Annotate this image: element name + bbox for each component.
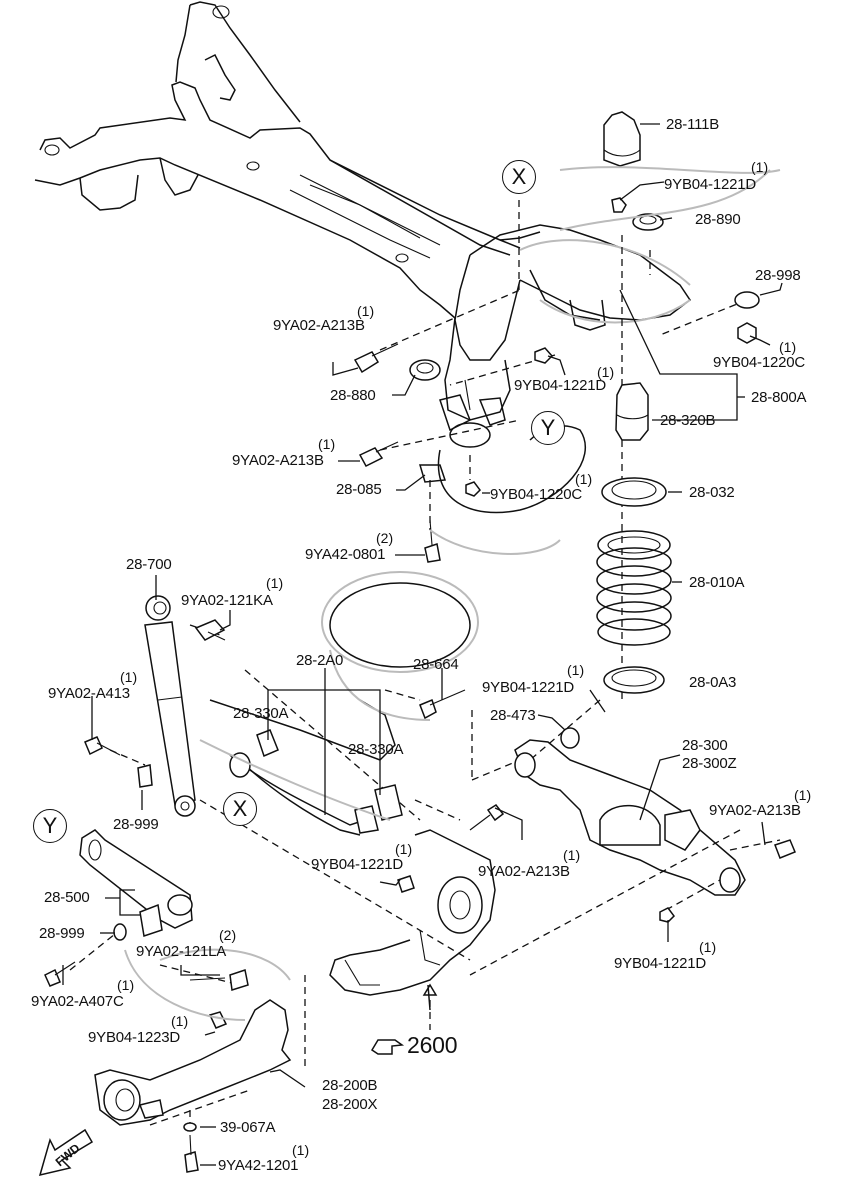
reference-mark-y-lower: Y — [33, 809, 67, 843]
qty-9YA02-A407C: (1) — [117, 977, 135, 993]
trailing-arm — [94, 948, 292, 1173]
top-mount-parts — [559, 111, 781, 441]
part-label-28-300Z[interactable]: 28-300Z — [682, 755, 737, 772]
part-label-9YB04-1221D-top[interactable]: 9YB04-1221D — [664, 176, 757, 193]
qty-9YB04-1223D: (1) — [171, 1013, 189, 1029]
part-label-28-473[interactable]: 28-473 — [490, 707, 536, 724]
label-leaders — [62, 123, 783, 1166]
part-label-28-200X[interactable]: 28-200X — [322, 1096, 378, 1113]
part-label-9YA42-0801[interactable]: 9YA42-0801 — [305, 546, 386, 563]
qty-9YA02-121LA: (2) — [219, 927, 237, 943]
part-label-28-999-2[interactable]: 28-999 — [39, 925, 85, 942]
qty-9YB04-1221D-r: (1) — [567, 662, 585, 678]
spring-assembly — [596, 477, 672, 694]
part-label-9YA02-A213B-1[interactable]: 9YA02-A213B — [273, 317, 365, 334]
reference-mark-x-lower: X — [223, 792, 257, 826]
part-label-9YA02-121KA[interactable]: 9YA02-121KA — [181, 592, 273, 609]
part-label-9YA02-A413[interactable]: 9YA02-A413 — [48, 685, 130, 702]
part-label-28-500[interactable]: 28-500 — [44, 889, 90, 906]
qty-9YA42-1201: (1) — [292, 1142, 310, 1158]
part-label-28-880[interactable]: 28-880 — [330, 387, 376, 404]
qty-9YA02-121KA: (1) — [266, 575, 284, 591]
rear-crossmember-drawing — [34, 1, 692, 421]
stabilizer-and-links — [199, 571, 479, 836]
part-label-9YA02-121LA[interactable]: 9YA02-121LA — [136, 943, 227, 960]
part-label-28-200B[interactable]: 28-200B — [322, 1077, 378, 1094]
part-label-9YB04-1221D-r[interactable]: 9YB04-1221D — [482, 679, 575, 696]
reference-mark-x: X — [502, 160, 536, 194]
part-label-9YA02-A407C[interactable]: 9YA02-A407C — [31, 993, 124, 1010]
part-label-28-010A[interactable]: 28-010A — [689, 574, 745, 591]
part-label-9YB04-1220C-top[interactable]: 9YB04-1220C — [713, 354, 806, 371]
part-label-28-111B[interactable]: 28-111B — [666, 116, 720, 133]
part-label-28-330A-2[interactable]: 28-330A — [348, 741, 404, 758]
qty-9YB04-1221D-top: (1) — [751, 159, 769, 175]
part-label-28-300[interactable]: 28-300 — [682, 737, 728, 754]
part-label-9YA02-A213B-3[interactable]: 9YA02-A213B — [478, 863, 570, 880]
qty-9YA42-0801: (2) — [376, 530, 394, 546]
part-label-28-998[interactable]: 28-998 — [755, 267, 801, 284]
part-label-28-032[interactable]: 28-032 — [689, 484, 735, 501]
shock-absorber — [84, 595, 226, 817]
qty-9YA02-A213B-1: (1) — [357, 303, 375, 319]
qty-9YA02-A213B-4: (1) — [794, 787, 812, 803]
part-label-28-890[interactable]: 28-890 — [695, 211, 741, 228]
part-label-9YA02-A213B-2[interactable]: 9YA02-A213B — [232, 452, 324, 469]
fwd-arrow — [38, 1128, 94, 1177]
part-label-9YB04-1220C-mid[interactable]: 9YB04-1220C — [490, 486, 583, 503]
part-label-9YB04-1223D[interactable]: 9YB04-1223D — [88, 1029, 181, 1046]
qty-9YB04-1220C-top: (1) — [779, 339, 797, 355]
qty-9YB04-1221D-br: (1) — [699, 939, 717, 955]
part-label-28-0A3[interactable]: 28-0A3 — [689, 674, 737, 691]
trailing-link — [44, 829, 193, 987]
rear-knuckle — [329, 829, 496, 1011]
qty-9YA02-A213B-3: (1) — [563, 847, 581, 863]
qty-9YB04-1221D-mid: (1) — [597, 364, 615, 380]
part-label-39-067A[interactable]: 39-067A — [220, 1119, 276, 1136]
part-label-9YB04-1221D-c[interactable]: 9YB04-1221D — [311, 856, 404, 873]
part-label-28-330A-1[interactable]: 28-330A — [233, 705, 289, 722]
part-label-28-999-1[interactable]: 28-999 — [113, 816, 159, 833]
part-label-9YB04-1221D-mid[interactable]: 9YB04-1221D — [514, 377, 607, 394]
part-label-28-085[interactable]: 28-085 — [336, 481, 382, 498]
hand-pointer-icon — [370, 1039, 405, 1055]
part-label-28-320B[interactable]: 28-320B — [660, 412, 716, 429]
part-label-28-2A0[interactable]: 28-2A0 — [296, 652, 344, 669]
qty-9YA02-A213B-2: (1) — [318, 436, 336, 452]
frame-fasteners — [353, 343, 587, 563]
part-label-9YA02-A213B-4[interactable]: 9YA02-A213B — [709, 802, 801, 819]
qty-9YB04-1221D-c: (1) — [395, 841, 413, 857]
qty-9YB04-1220C-mid: (1) — [575, 471, 593, 487]
section-reference-2600[interactable]: 2600 — [407, 1032, 458, 1058]
reference-mark-y: Y — [531, 411, 565, 445]
qty-9YA02-A413: (1) — [120, 669, 138, 685]
part-label-9YA42-1201[interactable]: 9YA42-1201 — [218, 1157, 299, 1174]
part-label-28-664[interactable]: 28-664 — [413, 656, 459, 673]
lower-control-arm — [469, 727, 796, 923]
part-label-9YB04-1221D-br[interactable]: 9YB04-1221D — [614, 955, 707, 972]
part-label-28-800A[interactable]: 28-800A — [751, 389, 807, 406]
part-label-28-700[interactable]: 28-700 — [126, 556, 172, 573]
